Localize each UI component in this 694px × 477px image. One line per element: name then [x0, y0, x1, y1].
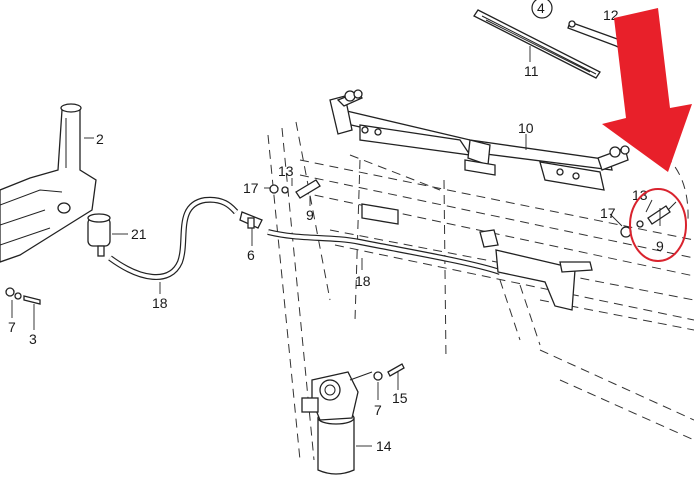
- red-arrow-icon: [602, 8, 692, 172]
- label-7-motor: 7: [374, 402, 382, 418]
- label-10: 10: [518, 120, 534, 136]
- wiper-blade: [473, 9, 601, 79]
- label-6: 6: [247, 247, 255, 263]
- label-13-right: 13: [632, 187, 648, 203]
- label-11: 11: [524, 63, 539, 79]
- label-18-right: 18: [355, 273, 371, 289]
- washer-nozzle-left: [269, 179, 321, 199]
- label-9-right: 9: [656, 238, 664, 254]
- label-13-left: 13: [278, 163, 294, 179]
- callout-circle-4: [531, 0, 553, 19]
- washer-hose-right: [267, 229, 501, 275]
- label-17-right: 17: [600, 205, 616, 221]
- washer-pump: [87, 213, 111, 257]
- hose-connector: [239, 211, 263, 229]
- washer-hose-left: [108, 196, 239, 280]
- label-7-left: 7: [8, 319, 16, 335]
- leader-lines: [11, 46, 661, 447]
- mounting-bracket: [361, 203, 593, 311]
- label-2: 2: [96, 131, 104, 147]
- fasteners: [5, 287, 405, 381]
- label-17-left: 17: [243, 180, 259, 196]
- label-18-left: 18: [152, 295, 168, 311]
- label-9-left: 9: [306, 207, 314, 223]
- highlight-circle: [629, 188, 687, 262]
- wiper-linkage: [329, 89, 630, 191]
- label-21: 21: [131, 226, 147, 242]
- label-3: 3: [29, 331, 37, 347]
- wiper-motor: [301, 371, 373, 475]
- label-14: 14: [376, 438, 392, 454]
- label-15: 15: [392, 390, 408, 406]
- callout-labels: 2 3 4 6 7 7 9 9 10 11 12 13 13 14 15 17 …: [8, 0, 664, 454]
- washer-reservoir: [0, 103, 97, 263]
- label-4: 4: [537, 0, 545, 16]
- washer-nozzle-right: [620, 201, 677, 238]
